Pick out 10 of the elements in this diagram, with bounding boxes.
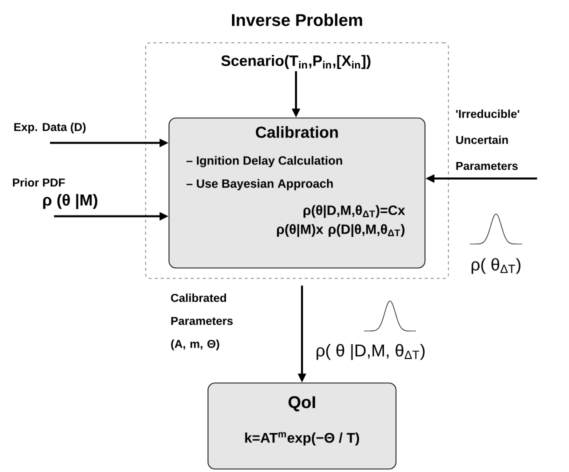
formula-label: ρ( θ$_{ΔT}$) <box>472 258 520 274</box>
process-box: Calibration – Ignition Delay Calculation – Use Bayesian Approach ρ(θ|D,M,θ$_{ΔT}$)=Cx ρ(θ|M)x ρ(D|θ,M,θ$_{ΔT}$) <box>168 118 426 268</box>
input-label: Prior PDF ρ (θ |M) <box>12 178 98 210</box>
scenario-label: Scenario(T$_{in}$,P$_{in}$,[X$_{in}$]) <box>221 55 370 69</box>
formula-label: ρ( θ |D,M, θ$_{ΔT}$) <box>316 344 425 360</box>
input-label: 'Irreducible' Uncertain Parameters <box>456 110 520 170</box>
process-box: QoI k=AT$^{m}$exp(−Θ / T) <box>208 382 396 470</box>
node-label: Inverse Problem <box>232 14 362 26</box>
input-label: Exp. Data (D) <box>14 122 86 134</box>
parameter-label: Calibrated Parameters (A, m, Θ) <box>171 294 233 350</box>
